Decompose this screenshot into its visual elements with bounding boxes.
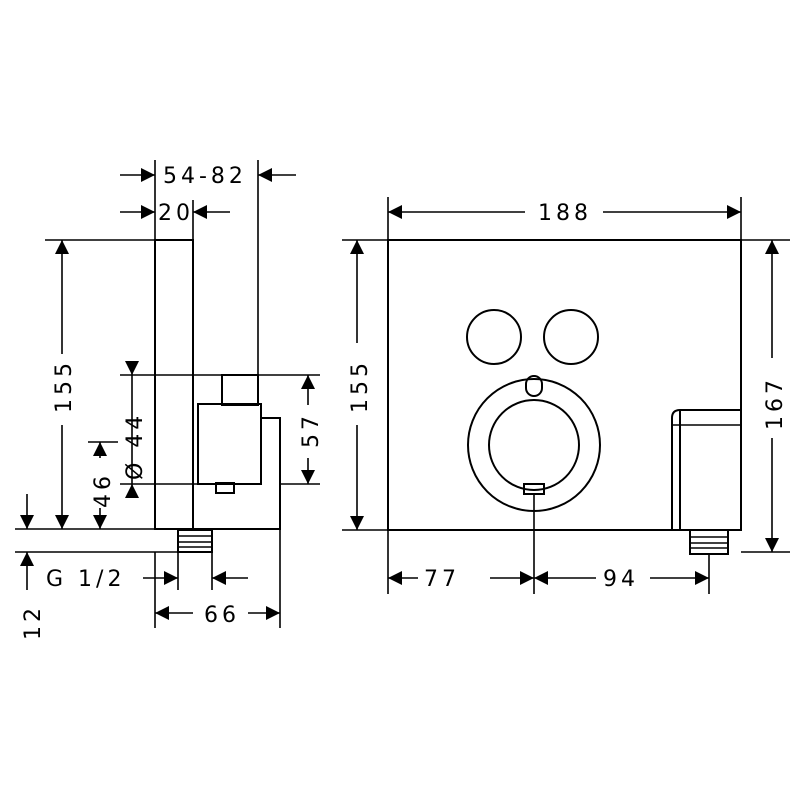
- front-button-left: [466, 309, 522, 365]
- dim-thread-drop: 12: [21, 604, 46, 640]
- dim-left-offset: 77: [424, 567, 460, 592]
- dim-right-offset: 94: [603, 567, 639, 592]
- dim-side-height: 155: [52, 359, 77, 413]
- dim-depth-range: 54-82: [163, 164, 247, 189]
- side-cylinder: [193, 417, 281, 530]
- front-dial-marker: [525, 375, 543, 397]
- front-outlet-fitting: [689, 529, 729, 555]
- front-button-right: [543, 309, 599, 365]
- front-plate: [387, 239, 742, 531]
- dim-front-width: 188: [538, 201, 592, 226]
- front-dial-outer: [467, 378, 601, 512]
- front-view: 188 155 167 77 94: [342, 197, 790, 594]
- side-valve-body: [197, 403, 262, 485]
- front-holder: [671, 409, 741, 530]
- dim-offset-57: 57: [299, 412, 324, 448]
- dim-offset-46: 46: [91, 472, 116, 508]
- dim-base-depth: 66: [204, 603, 240, 628]
- front-dial-inner: [488, 399, 580, 491]
- dim-front-total-height: 167: [763, 376, 788, 430]
- side-panel: [154, 239, 194, 530]
- side-outlet-fitting: [177, 529, 213, 553]
- dim-panel-thickness: 20: [158, 201, 194, 226]
- dim-front-height: 155: [348, 359, 373, 413]
- side-upper-box: [221, 374, 259, 406]
- dim-diameter: Ø 44: [123, 412, 148, 480]
- dim-thread: G 1/2: [46, 567, 125, 592]
- side-stub: [215, 482, 235, 494]
- side-view: 54-82 20 155 Ø 44 46 57 G 1/2 66: [15, 160, 324, 640]
